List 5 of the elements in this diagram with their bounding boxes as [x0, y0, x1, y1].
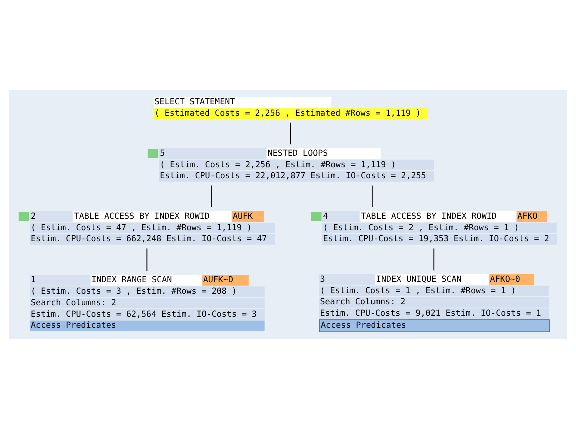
connector	[290, 122, 292, 146]
connector	[146, 248, 148, 272]
connector	[211, 185, 212, 208]
connector	[372, 185, 373, 208]
connector	[434, 248, 435, 272]
